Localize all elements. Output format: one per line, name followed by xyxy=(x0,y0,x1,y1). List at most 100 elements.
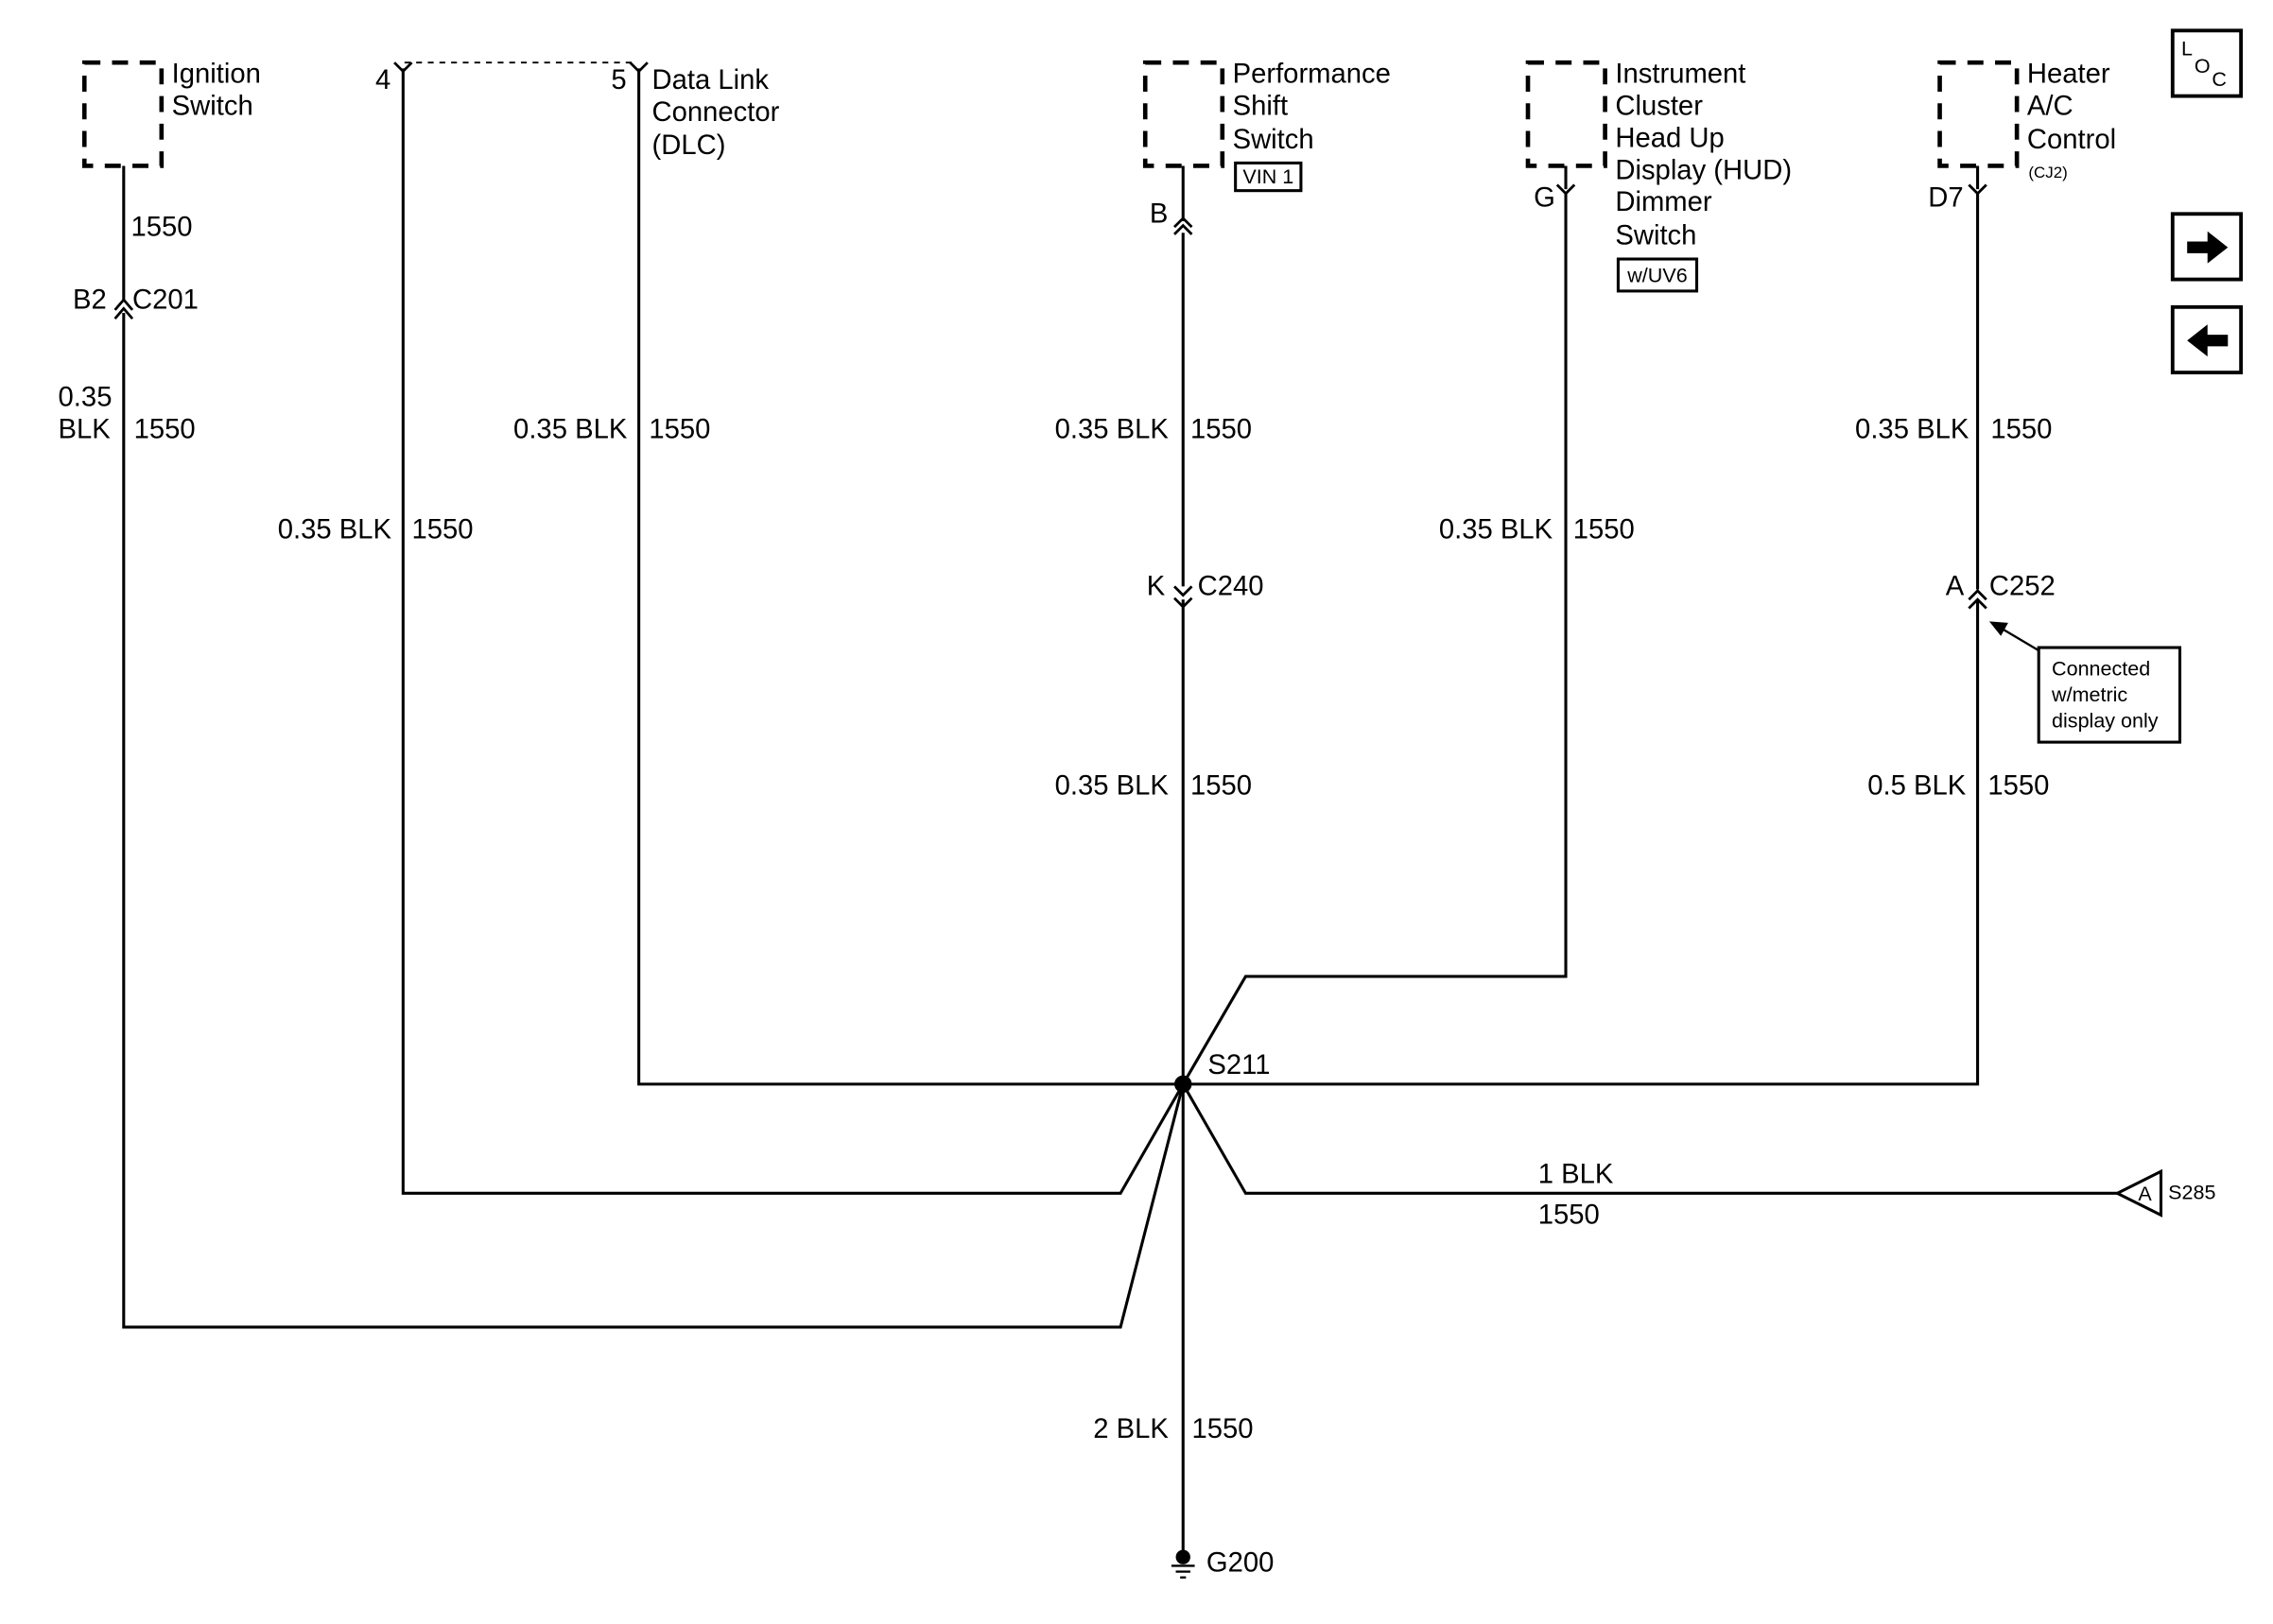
hud-label-4: Display (HUD) xyxy=(1615,155,1792,185)
offpage-letter: A xyxy=(2138,1183,2152,1205)
s285-wire xyxy=(1181,1083,2118,1195)
dlc-label-2: Connector xyxy=(651,97,779,128)
performance-shift-switch: Performance Shift Switch VIN 1 xyxy=(1142,60,1391,193)
c252-note-1: Connected xyxy=(2052,657,2150,680)
performance-shift-switch-box xyxy=(1142,60,1225,168)
uv6-badge-text: w/UV6 xyxy=(1626,265,1687,287)
s211-splice-dot xyxy=(1174,1075,1192,1094)
s211-label: S211 xyxy=(1207,1050,1270,1080)
ignition-wire-lower xyxy=(122,312,1185,1329)
hvac-label-3: Control xyxy=(2027,125,2116,155)
perf-label-2: Shift xyxy=(1233,92,1288,122)
loc-letter-c: C xyxy=(2212,68,2227,91)
perf-label-1: Performance xyxy=(1233,60,1391,90)
perf-upper-gauge: 0.35 BLK xyxy=(1055,414,1170,444)
loc-button[interactable]: L O C xyxy=(2170,28,2244,98)
c240-pin: K xyxy=(1147,572,1166,602)
c252-symbol-upper xyxy=(1968,589,1987,601)
ignition-switch-label-2: Switch xyxy=(172,92,253,122)
c201-pin: B2 xyxy=(73,285,107,315)
perf-pin-symbol-lower xyxy=(1173,223,1193,235)
perf-pin: B xyxy=(1150,199,1168,230)
perf-label-3: Switch xyxy=(1233,125,1314,155)
c252-note-3: display only xyxy=(2052,710,2159,733)
c201-symbol-upper xyxy=(113,297,134,311)
dlc4-wire xyxy=(401,68,1185,1195)
c240-symbol-upper xyxy=(1173,585,1193,597)
hud-pin: G xyxy=(1534,183,1555,214)
s285-gauge: 1 BLK xyxy=(1538,1160,1614,1190)
hud-label-3: Head Up xyxy=(1615,123,1724,153)
c252-note: Connected w/metric display only xyxy=(1988,621,2182,744)
ignition-switch-label-1: Ignition xyxy=(172,60,261,90)
dlc-label-3: (DLC) xyxy=(651,130,725,161)
c252-note-arrowhead xyxy=(1988,621,2008,636)
c252-symbol-lower xyxy=(1968,597,1987,610)
heater-ac-control: Heater A/C Control (CJ2) xyxy=(1937,60,2116,181)
loc-letter-l: L xyxy=(2181,37,2193,60)
uv6-badge xyxy=(1616,257,1699,293)
hvac-pin-symbol xyxy=(1968,183,1987,196)
hud-label-5: Dimmer xyxy=(1615,187,1712,217)
hvac-pin: D7 xyxy=(1928,183,1963,214)
c252-note-2: w/metric xyxy=(2051,683,2127,706)
ignition-lower-gauge-2: BLK xyxy=(59,414,112,444)
vin1-badge-text: VIN 1 xyxy=(1242,165,1293,188)
arrow-right-icon xyxy=(2187,231,2229,264)
back-button-box[interactable] xyxy=(2170,304,2244,375)
hvac-lower-gauge: 0.5 BLK xyxy=(1867,771,1967,802)
back-button[interactable] xyxy=(2170,304,2244,375)
dlc-pin4-symbol xyxy=(393,61,413,74)
hvac-wire-lower xyxy=(1183,600,1980,1086)
ground-icon xyxy=(1171,1549,1195,1579)
hud-dimmer-switch: Instrument Cluster Head Up Display (HUD)… xyxy=(1525,60,1792,293)
dlc5-gauge: 0.35 BLK xyxy=(513,414,628,444)
c252-note-leader xyxy=(1999,626,2039,652)
hvac-label-2: A/C xyxy=(2027,92,2073,122)
ground-dot xyxy=(1175,1549,1190,1564)
ignition-lower-circuit: 1550 xyxy=(134,414,196,444)
perf-lower-circuit: 1550 xyxy=(1190,771,1252,802)
perf-upper-circuit: 1550 xyxy=(1190,414,1252,444)
hvac-connector-id: (CJ2) xyxy=(2028,164,2067,181)
forward-button[interactable] xyxy=(2170,212,2244,282)
hvac-label-1: Heater xyxy=(2027,60,2110,90)
c201-label: C201 xyxy=(132,285,199,315)
s285-circuit: 1550 xyxy=(1538,1201,1600,1231)
vin1-badge xyxy=(1234,161,1303,193)
ignition-lower-gauge-1: 0.35 xyxy=(59,382,113,412)
dlc4-gauge: 0.35 BLK xyxy=(278,515,392,545)
dlc: 4 5 Data Link Connector (DLC) xyxy=(375,61,780,161)
dlc-pin5-symbol xyxy=(629,61,649,74)
offpage-triangle xyxy=(2113,1168,2163,1218)
dlc-pin-5: 5 xyxy=(611,65,626,95)
ground-wire-circuit: 1550 xyxy=(1191,1414,1253,1444)
c240-label: C240 xyxy=(1198,572,1264,602)
dlc5-wire xyxy=(637,68,1184,1086)
loc-letter-o: O xyxy=(2195,55,2211,78)
arrow-left-icon xyxy=(2187,324,2229,357)
ground-wire-gauge: 2 BLK xyxy=(1093,1414,1169,1444)
connector-symbols xyxy=(113,61,1987,610)
ignition-upper-circuit: 1550 xyxy=(131,212,193,242)
perf-lower-gauge: 0.35 BLK xyxy=(1055,771,1170,802)
c201-symbol-lower xyxy=(113,306,134,320)
dlc-label-1: Data Link xyxy=(651,65,769,95)
loc-button-box[interactable] xyxy=(2170,28,2244,98)
offpage-label: S285 xyxy=(2168,1181,2215,1203)
ground-label: G200 xyxy=(1206,1548,1275,1579)
offpage-connector-a: A S285 xyxy=(2113,1168,2215,1218)
hud-label-6: Switch xyxy=(1615,221,1696,251)
hud-dimmer-switch-box xyxy=(1525,60,1607,168)
hud-gauge: 0.35 BLK xyxy=(1439,515,1553,545)
dlc4-circuit: 1550 xyxy=(412,515,474,545)
hud-label-2: Cluster xyxy=(1615,92,1703,122)
ignition-switch-box xyxy=(81,60,165,168)
hud-pin-symbol xyxy=(1555,183,1576,196)
hud-wire xyxy=(1181,193,1568,1085)
perf-pin-symbol-upper xyxy=(1173,216,1193,229)
c252-pin: A xyxy=(1946,572,1965,602)
ignition-switch: Ignition Switch xyxy=(81,60,261,168)
c240-symbol-lower xyxy=(1173,596,1193,609)
